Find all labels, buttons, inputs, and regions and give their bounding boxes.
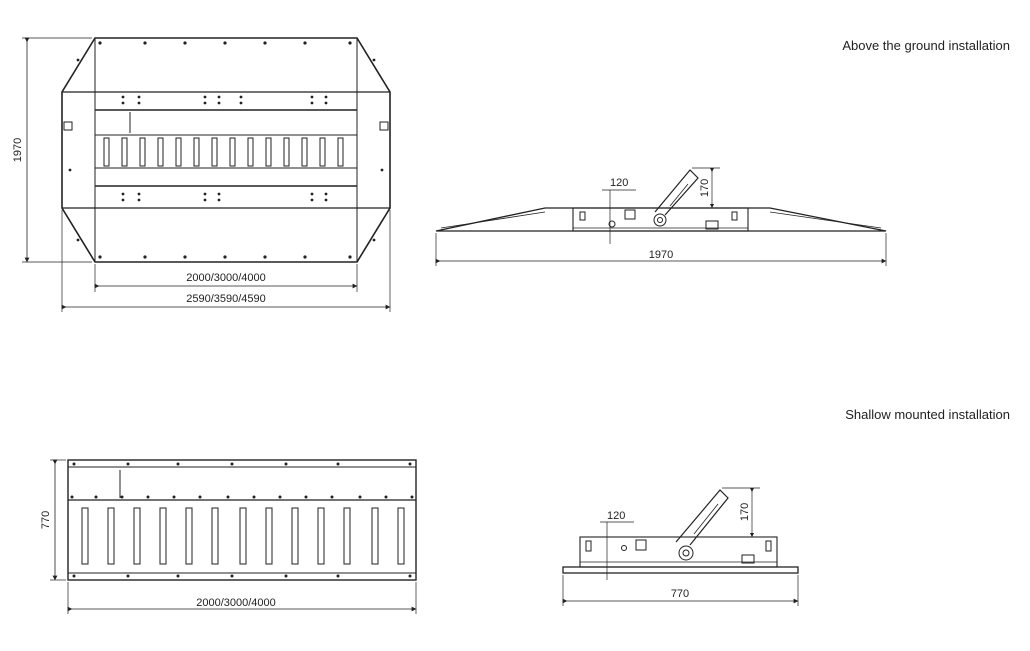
top-plan-holes xyxy=(68,41,384,259)
bottom-plan-width-label: 2000/3000/4000 xyxy=(196,597,276,609)
top-plan-outer-width-label: 2590/3590/4590 xyxy=(186,293,266,305)
top-side-view: 120 170 1970 xyxy=(435,167,887,266)
bottom-plan-holes xyxy=(70,462,414,578)
top-side-arm-height-label: 170 xyxy=(699,179,711,197)
top-plan-slots xyxy=(103,137,344,167)
bottom-plan-height-label: 770 xyxy=(40,511,52,529)
caption-shallow-mounted: Shallow mounted installation xyxy=(845,407,1010,422)
bottom-side-view: 120 170 770 xyxy=(562,487,799,606)
top-side-width-label: 1970 xyxy=(649,249,673,261)
bottom-plan-view: 770 2000/3000/4000 xyxy=(40,459,417,614)
bottom-side-arm-height-label: 170 xyxy=(739,503,751,521)
bottom-plan-slots xyxy=(81,507,405,565)
bottom-side-depth-label: 120 xyxy=(607,510,625,522)
bottom-side-width-label: 770 xyxy=(671,588,689,600)
top-plan-view: 1970 2000/3000/4000 2590/3590/4590 xyxy=(12,37,391,312)
top-plan-inner-width-label: 2000/3000/4000 xyxy=(186,272,266,284)
top-side-depth-label: 120 xyxy=(610,177,628,189)
top-plan-height-label: 1970 xyxy=(12,138,24,162)
caption-above-ground: Above the ground installation xyxy=(842,38,1010,53)
